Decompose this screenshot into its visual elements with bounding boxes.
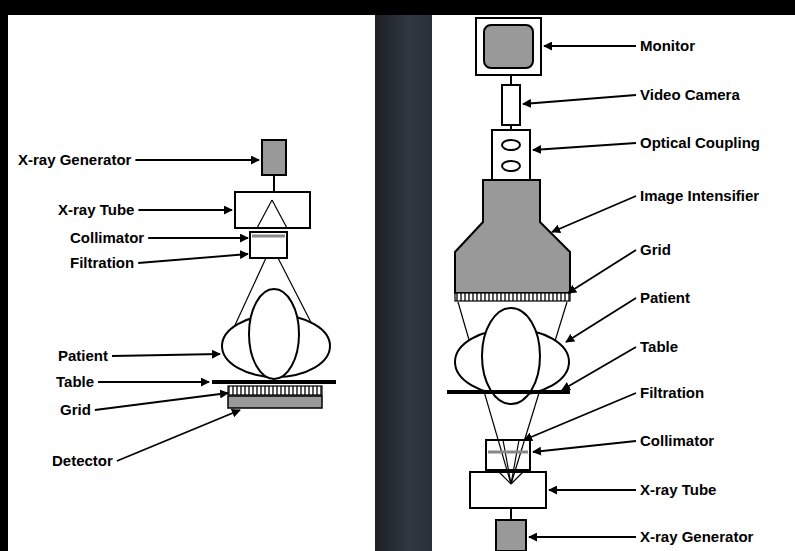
grid: [228, 386, 322, 395]
leader-arrow: [95, 393, 228, 410]
detector: [228, 396, 322, 408]
image-intensifier: [455, 180, 570, 293]
part-label: Optical Coupling: [640, 134, 760, 152]
patient-torso: [249, 289, 299, 379]
collimator: [250, 232, 287, 258]
part-label: X-ray Generator: [18, 151, 131, 169]
leader-arrow: [138, 254, 248, 263]
leader-arrow: [138, 209, 232, 211]
leader-arrow: [117, 410, 240, 461]
leader-arrow: [524, 393, 636, 440]
part-label: Filtration: [70, 254, 134, 272]
monitor-screen: [484, 25, 533, 68]
part-label: Grid: [60, 401, 91, 419]
part-label: Monitor: [640, 37, 695, 55]
leader-arrow: [529, 536, 636, 538]
monitor: [476, 18, 541, 75]
xray-tube: [235, 192, 310, 228]
part-label: Collimator: [70, 229, 144, 247]
optical-coupling: [492, 130, 530, 180]
leader-arrow: [549, 489, 636, 491]
part-label: Filtration: [640, 384, 704, 402]
table: [447, 390, 570, 394]
patient-torso: [482, 308, 540, 404]
part-label: Grid: [640, 241, 671, 259]
leader-arrow: [533, 441, 636, 452]
part-label: Table: [56, 373, 94, 391]
leader-arrow: [566, 298, 636, 342]
divider-strip: [375, 15, 432, 551]
part-label: Patient: [640, 289, 690, 307]
table: [212, 380, 336, 384]
leader-arrow: [568, 250, 636, 293]
leader-arrow: [544, 45, 636, 47]
generator-box: [262, 140, 286, 175]
leader-arrow: [533, 143, 636, 150]
part-label: Collimator: [640, 432, 714, 450]
collimator: [486, 440, 530, 470]
video-camera: [502, 85, 520, 125]
part-label: X-ray Tube: [640, 481, 716, 499]
leader-arrow: [523, 95, 636, 104]
part-label: Detector: [52, 452, 113, 470]
grid: [455, 293, 570, 301]
generator-box: [496, 520, 526, 551]
leader-arrow: [98, 381, 209, 383]
part-label: X-ray Tube: [58, 201, 134, 219]
left-panel: [8, 15, 375, 551]
xray-tube: [470, 472, 546, 508]
part-label: Image Intensifier: [640, 187, 759, 205]
part-label: Patient: [58, 347, 108, 365]
part-label: X-ray Generator: [640, 528, 753, 546]
part-label: Video Camera: [640, 86, 740, 104]
leader-arrow: [562, 347, 636, 390]
leader-arrow: [135, 159, 259, 161]
leader-arrow: [112, 354, 220, 356]
part-label: Table: [640, 338, 678, 356]
leader-arrow: [148, 237, 248, 239]
leader-arrow: [552, 196, 636, 232]
